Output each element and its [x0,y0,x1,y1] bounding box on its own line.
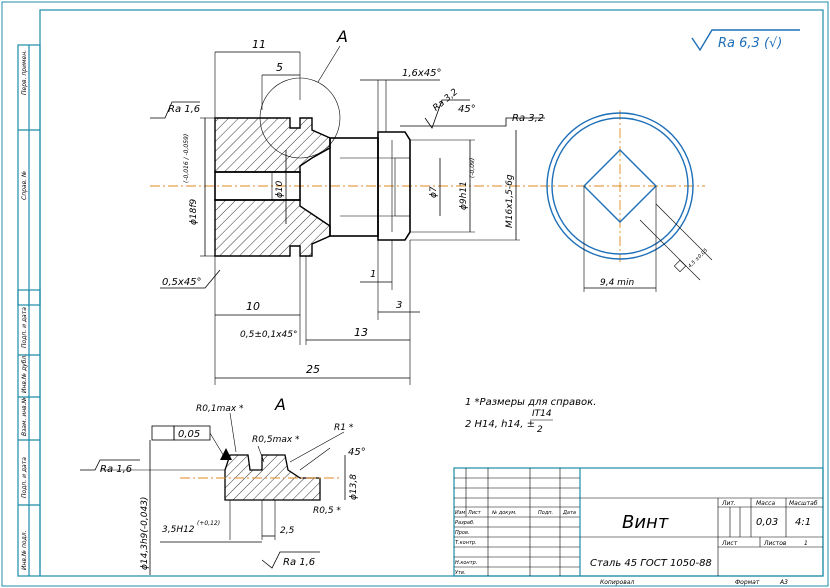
note-1: 1 *Размеры для справок. [465,397,596,408]
tb-row-doc: № докум. [491,510,517,516]
diam-7: ϕ7 [429,186,439,198]
ra16-detail-b: Ra 1,6 [283,557,315,568]
roughness-general-text: Ra 6,3 (√) [718,36,782,51]
detail-view-a: A 0,05 R0,1max * R0,5max * R1 * 45° R0,5… [80,395,366,575]
lit-header: Лит. [721,500,736,507]
sheets-label: Листов [763,540,787,547]
tb-role-nkontr: Н.контр. [455,560,477,566]
stamp-vzam-inv: Взам. инв.№ [21,397,28,436]
stamp-sprav: Справ. № [21,171,28,200]
square-tolerance: 4,5 ±0,05 [687,248,709,270]
stamp-podp-data-2: Подп. и дата [21,457,28,498]
copied-label: Копировал [600,579,634,586]
notes: 1 *Размеры для справок. 2 H14, h14, ± IT… [465,397,596,435]
diam-9h11-tol: (-0,09) [469,158,476,178]
note-2-prefix: 2 H14, h14, ± [465,419,535,430]
note-2-denominator: 2 [537,425,543,435]
tb-row-izm: Изм [455,510,465,516]
stamp-inv-dubl: Инв.№ дубл. [21,354,28,393]
angle-45-detail: 45° [348,447,366,458]
tb-role-prov: Пров. [455,530,470,536]
sheet-label: Лист [721,540,738,547]
diam-143: ϕ14,3h9(-0,043) [140,497,150,570]
mass-header: Масса [756,500,775,507]
side-stamp-column: Перв. примен. Справ. № Подп. и дата Инв.… [17,44,41,577]
diam-10: ϕ10 [275,180,285,198]
tb-row-podp: Подп. [538,510,553,516]
tb-role-razrab: Разраб. [455,520,475,526]
mass-value: 0,03 [756,517,778,528]
dim-chamfer-16: 1,6x45° [402,68,442,79]
diam-9h11: ϕ9h11 [459,181,469,210]
groove-tol: (+0,12) [197,520,220,527]
dim-5: 5 [276,61,283,74]
format-value: A3 [779,579,788,586]
inner-frame [39,9,824,577]
title-block: Изм Лист № докум. Подп. Дата Разраб. Про… [453,467,824,586]
dim-13: 13 [354,326,368,339]
stamp-perv-primen: Перв. примен. [21,50,28,95]
stamp-podp-data-1: Подп. и дата [21,307,28,348]
general-roughness: Ra 6,3 (√) [691,29,800,52]
tb-role-tkontr: Т.контр. [455,540,477,546]
ra16-main: Ra 1,6 [168,104,200,115]
r01-max: R0,1max * [196,404,244,414]
r05: R0,5 * [313,506,341,516]
groove-35h12: 3,5H12 [162,525,195,535]
note-2-numerator: IT14 [532,409,552,419]
tb-row-list: Лист [467,510,482,516]
ra16-detail-a: Ra 1,6 [100,464,132,475]
dim-25: 25 [306,363,320,376]
dim-1: 1 [370,269,376,280]
diam-138: ϕ13,8 [349,474,359,500]
dim-11: 11 [252,38,266,51]
stamp-inv-podl: Инв.№ подл. [21,530,28,570]
ra32-b: Ra 3,2 [512,113,544,124]
section-label-a: A [336,27,348,46]
main-view: A 11 5 1,6x45° Ra 3,2 Ra 3,2 45° Ra 1,6 … [150,27,545,385]
dim-chamfer-05: 0,5x45° [162,277,202,288]
r1: R1 * [334,423,354,433]
tb-role-utv: Утв. [455,570,466,576]
thread-m16: M16x1,5-6g [505,174,515,228]
dim-3: 3 [396,300,402,311]
dim-10: 10 [246,300,260,313]
diam-18f9: ϕ18f9 [189,198,199,225]
dim-05-tol: 0,5±0,1x45° [240,330,297,340]
scale-header: Масштаб [789,500,818,507]
dim-25-detail: 2,5 [280,526,295,536]
r05-max: R0,5max * [252,435,300,445]
sheets-count: 1 [804,540,808,547]
part-name: Винт [622,512,669,533]
angle-45-top: 45° [458,104,476,115]
dim-flat-94: 9,4 min [600,278,634,288]
end-view: 9,4 min 4,5 ±0,05 [540,110,713,292]
scale-value: 4:1 [795,517,811,528]
diam-18f9-tol: (-0,016 / -0,059) [183,134,190,183]
material: Сталь 45 ГОСТ 1050-88 [590,558,712,569]
detail-label-a: A [274,395,286,414]
format-label: Формат [735,579,760,586]
flatness-value: 0,05 [178,429,200,440]
tb-row-data: Дата [562,510,576,516]
